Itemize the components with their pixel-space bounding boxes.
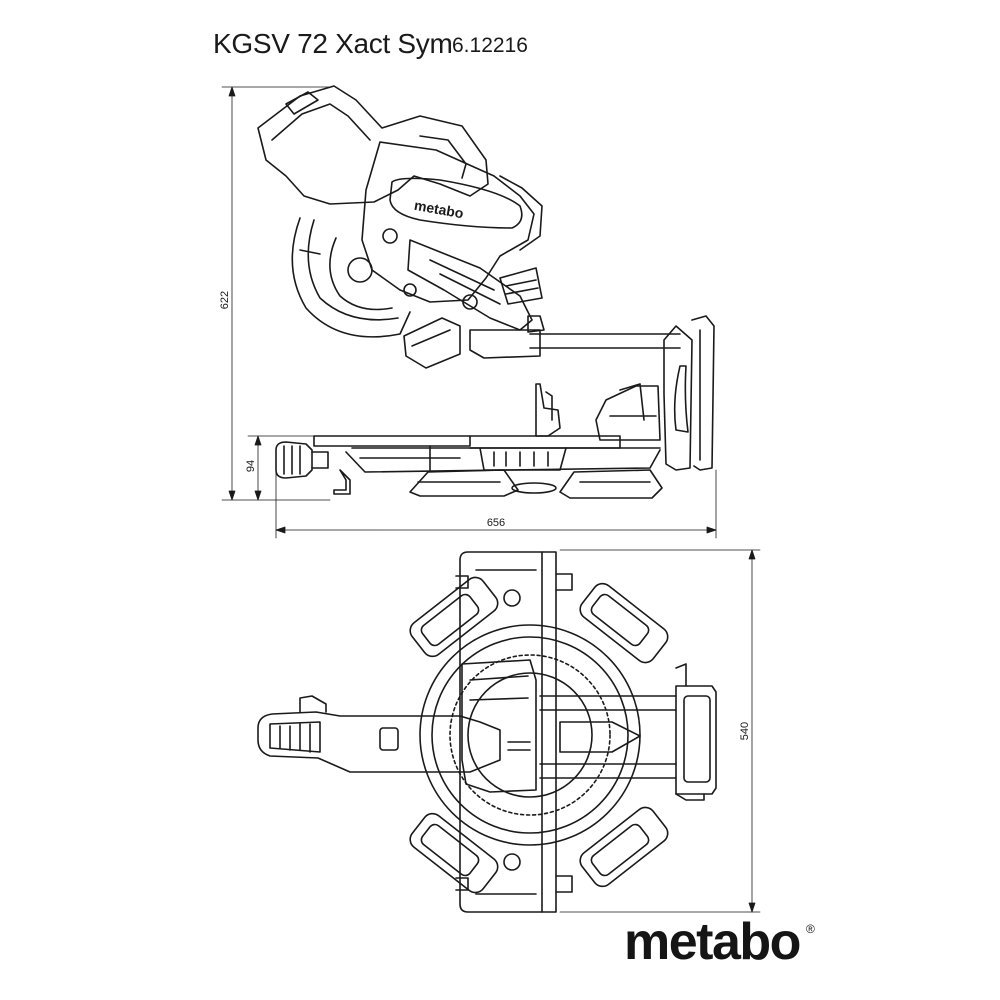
dimension-width-label: 540 xyxy=(739,722,751,740)
saw-rear-column xyxy=(469,315,715,471)
dimension-table-height-label: 94 xyxy=(245,460,257,472)
article-number: 6.12216 xyxy=(452,34,528,57)
extension-arms xyxy=(409,576,669,894)
saw-base xyxy=(333,447,663,499)
dimension-table-height xyxy=(247,435,317,501)
top-rails xyxy=(539,663,717,801)
saw-head xyxy=(257,85,543,369)
top-head xyxy=(257,659,537,793)
brand-logo: metabo xyxy=(624,913,801,971)
saw-table xyxy=(275,383,621,479)
head-brand-text: metabo xyxy=(413,197,465,221)
registered-mark: ® xyxy=(806,922,815,936)
turntable xyxy=(419,624,641,846)
model-title: KGSV 72 Xact Sym xyxy=(213,28,453,59)
top-view: 540 xyxy=(257,549,761,913)
dimension-width xyxy=(559,549,761,913)
side-view: 622 94 656 xyxy=(219,85,717,539)
dimension-height-label: 622 xyxy=(219,291,231,309)
dimension-length-label: 656 xyxy=(487,517,505,529)
fence-block xyxy=(455,551,573,913)
dimension-length xyxy=(275,469,717,539)
